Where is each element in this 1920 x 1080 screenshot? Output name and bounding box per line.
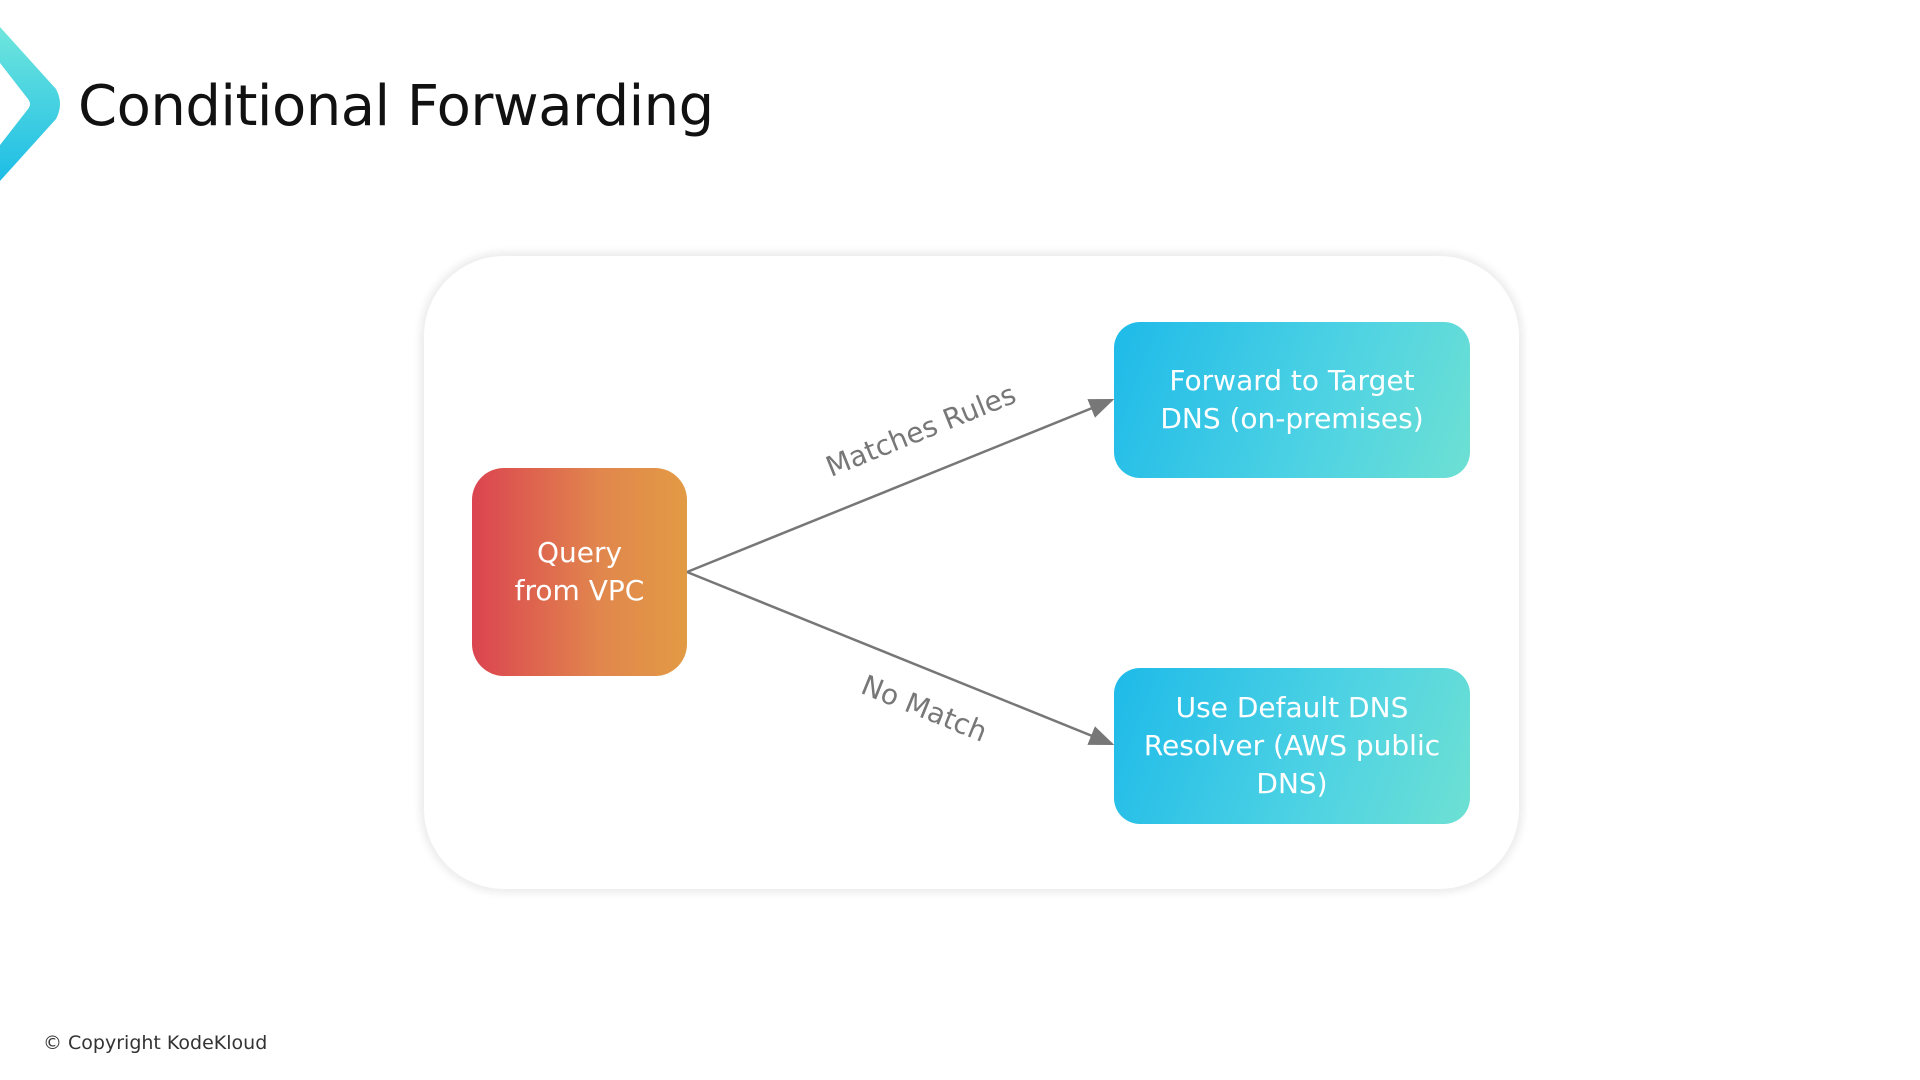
query-from-vpc-node: Query from VPC [472,468,687,676]
forward-target-dns-node: Forward to Target DNS (on-premises) [1114,322,1470,478]
copyright-text: © Copyright KodeKloud [43,1032,268,1054]
default-dns-resolver-node: Use Default DNS Resolver (AWS public DNS… [1114,668,1470,824]
node-label: Use Default DNS Resolver (AWS public DNS… [1143,691,1441,800]
slide-title: Conditional Forwarding [78,74,714,139]
node-label: Query from VPC [514,536,645,607]
edge-matches-rules [686,398,1115,574]
kodekloud-chevron-logo [0,27,60,181]
node-label: Forward to Target DNS (on-premises) [1160,364,1424,435]
edge-no-match [686,570,1115,746]
